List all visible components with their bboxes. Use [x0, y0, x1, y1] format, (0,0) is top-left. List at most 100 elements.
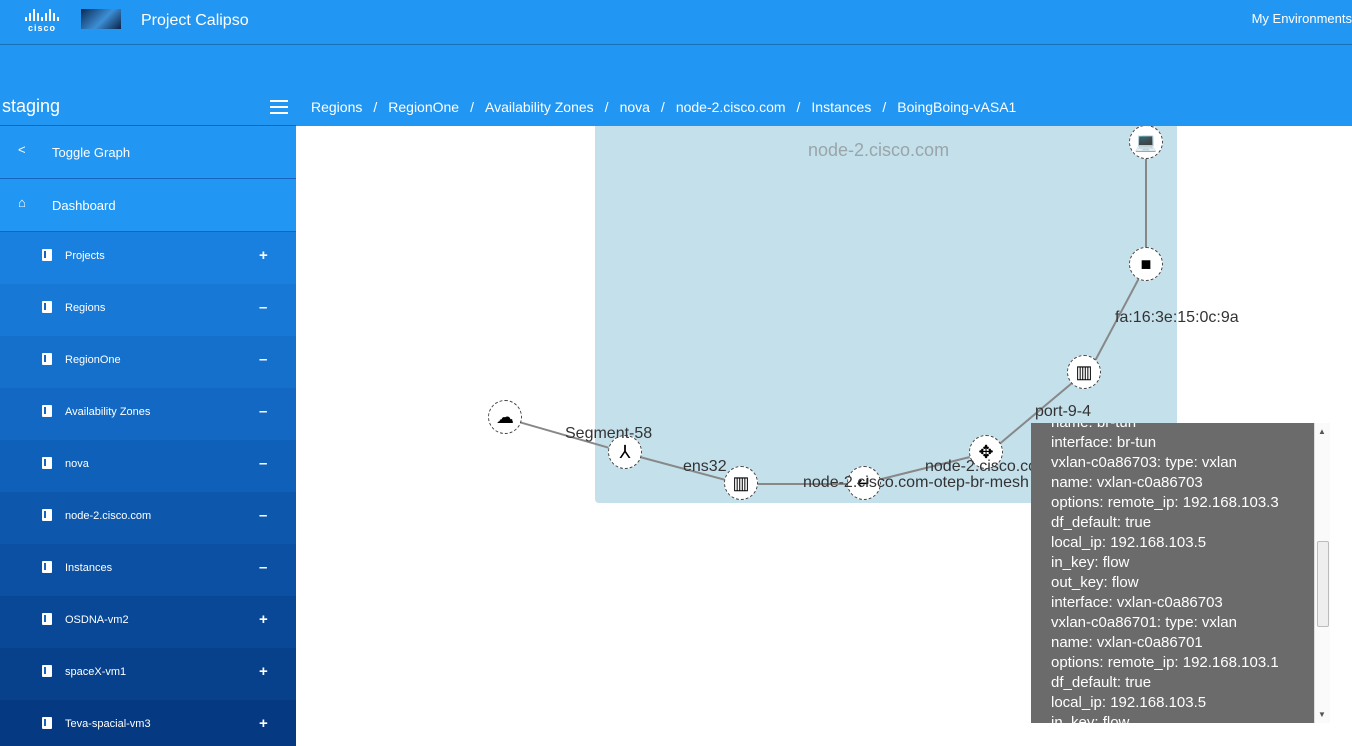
- sidebar-item-osdna-vm2[interactable]: OSDNA-vm2 +: [0, 596, 296, 648]
- collapse-toggle[interactable]: –: [259, 403, 268, 420]
- breadcrumb-separator: /: [882, 98, 887, 115]
- document-icon: [42, 509, 52, 521]
- sidebar-item-label: RegionOne: [65, 354, 121, 366]
- breadcrumb-instances[interactable]: Instances: [811, 98, 872, 115]
- breadcrumb-availability-zones[interactable]: Availability Zones: [484, 98, 594, 115]
- node-label-segment: Segment-58: [565, 425, 653, 442]
- segment-network-icon[interactable]: ⅄: [608, 435, 642, 469]
- my-environments-link[interactable]: My Environments: [1251, 11, 1352, 26]
- cisco-wordmark: cisco: [27, 23, 56, 33]
- home-icon: ⌂: [18, 195, 26, 210]
- node-details-tooltip[interactable]: name: br-tun interface: br-tun vxlan-c0a…: [1031, 423, 1314, 723]
- dashboard-button[interactable]: ⌂ Dashboard: [0, 179, 296, 232]
- document-icon: [42, 561, 52, 573]
- sidebar-item-label: spaceX-vm1: [65, 666, 127, 678]
- document-icon: [42, 301, 52, 313]
- otep-return-icon[interactable]: ↵: [847, 466, 881, 500]
- node-label-ovs: node-2.cisco.com: [925, 458, 1051, 475]
- vport-switch-icon[interactable]: ▥: [1067, 355, 1101, 389]
- scroll-down-icon[interactable]: ▼: [1318, 710, 1326, 719]
- breadcrumb-separator: /: [373, 98, 378, 115]
- sidebar-item-node-2[interactable]: node-2.cisco.com –: [0, 492, 296, 544]
- tooltip-line: options: remote_ip: 192.168.103.1: [1051, 654, 1279, 671]
- vnic-plug-icon[interactable]: ■: [1129, 247, 1163, 281]
- graph-canvas[interactable]: node-2.cisco.com 💻 ■ ▥ ✥ ↵ ▥ ⅄ ☁ fa:16:3…: [296, 126, 1352, 746]
- breadcrumb-separator: /: [604, 98, 609, 115]
- tooltip-line: interface: vxlan-c0a86703: [1051, 594, 1223, 611]
- document-icon: [42, 405, 52, 417]
- document-icon: [42, 353, 52, 365]
- sidebar-item-projects[interactable]: Projects +: [0, 232, 296, 284]
- sidebar-item-availability-zones[interactable]: Availability Zones –: [0, 388, 296, 440]
- sidebar-item-label: OSDNA-vm2: [65, 614, 129, 626]
- sidebar-item-instances[interactable]: Instances –: [0, 544, 296, 596]
- sidebar-item-label: Availability Zones: [65, 406, 151, 418]
- collapse-toggle[interactable]: –: [259, 299, 268, 316]
- tooltip-line: name: vxlan-c0a86703: [1051, 474, 1203, 491]
- collapse-toggle[interactable]: –: [259, 455, 268, 472]
- tooltip-line: name: vxlan-c0a86701: [1051, 634, 1203, 651]
- sidebar-item-label: Instances: [65, 562, 113, 574]
- expand-toggle[interactable]: +: [259, 663, 268, 680]
- cisco-logo[interactable]: cisco: [22, 9, 62, 35]
- breadcrumb-separator: /: [470, 98, 474, 115]
- tooltip-line: in_key: flow: [1051, 714, 1130, 723]
- scrollbar-thumb[interactable]: [1317, 541, 1329, 627]
- collapse-toggle[interactable]: –: [259, 559, 268, 576]
- sidebar-item-spacex-vm1[interactable]: spaceX-vm1 +: [0, 648, 296, 700]
- toggle-graph-label: Toggle Graph: [52, 145, 131, 160]
- tooltip-scrollbar[interactable]: ▲ ▼: [1314, 423, 1330, 723]
- expand-toggle[interactable]: +: [259, 247, 268, 264]
- cloud-network-icon[interactable]: ☁: [488, 400, 522, 434]
- expand-toggle[interactable]: +: [259, 715, 268, 732]
- breadcrumb: Regions/ RegionOne/ Availability Zones/ …: [296, 87, 1352, 126]
- breadcrumb-nova[interactable]: nova: [619, 98, 650, 115]
- tooltip-line: local_ip: 192.168.103.5: [1051, 534, 1207, 551]
- sidebar-item-regionone[interactable]: RegionOne –: [0, 336, 296, 388]
- project-thumbnail: [81, 9, 121, 29]
- collapse-toggle[interactable]: –: [259, 351, 268, 368]
- sidebar: staging < Toggle Graph ⌂ Dashboard Proje…: [0, 87, 296, 746]
- environment-name: staging: [2, 96, 61, 116]
- tooltip-line: vxlan-c0a86701: type: vxlan: [1051, 614, 1237, 631]
- scroll-up-icon[interactable]: ▲: [1318, 427, 1326, 436]
- document-icon: [42, 249, 52, 261]
- share-icon: <: [18, 142, 26, 157]
- sidebar-item-regions[interactable]: Regions–: [0, 284, 296, 336]
- tooltip-line: out_key: flow: [1051, 574, 1139, 591]
- node-label-mac: fa:16:3e:15:0c:9a: [1115, 309, 1239, 326]
- pnic-switch-icon[interactable]: ▥: [724, 466, 758, 500]
- sidebar-item-nova[interactable]: nova–: [0, 440, 296, 492]
- sidebar-item-label: node-2.cisco.com: [65, 510, 152, 522]
- breadcrumb-separator: /: [796, 98, 801, 115]
- collapse-toggle[interactable]: –: [259, 507, 268, 524]
- vm-laptop-icon[interactable]: 💻: [1129, 126, 1163, 159]
- tooltip-line: df_default: true: [1051, 674, 1152, 691]
- sidebar-item-label: Teva-spacial-vm3: [65, 718, 151, 730]
- expand-toggle[interactable]: +: [259, 611, 268, 628]
- sidebar-item-label: Projects: [65, 250, 105, 262]
- hamburger-menu-icon[interactable]: [270, 100, 288, 114]
- tooltip-line: df_default: true: [1051, 514, 1152, 531]
- document-icon: [42, 613, 52, 625]
- document-icon: [42, 665, 52, 677]
- document-icon: [42, 457, 52, 469]
- node-label-ens: ens32: [683, 458, 727, 475]
- toggle-graph-button[interactable]: < Toggle Graph: [0, 126, 296, 179]
- node-label-otep: node-2.cisco.com-otep-br-mesh: [803, 474, 1029, 491]
- cisco-bars-icon: [22, 9, 62, 21]
- tooltip-line: name: br-tun: [1051, 423, 1279, 433]
- breadcrumb-current-instance[interactable]: BoingBoing-vASA1: [897, 98, 1017, 115]
- graph-edge: [741, 483, 864, 485]
- node-label-port: port-9-4: [1035, 403, 1092, 420]
- breadcrumb-regionone[interactable]: RegionOne: [388, 98, 460, 115]
- ovs-bridge-icon[interactable]: ✥: [969, 435, 1003, 469]
- tooltip-line: interface: br-tun: [1051, 434, 1157, 451]
- breadcrumb-node-2[interactable]: node-2.cisco.com: [675, 98, 786, 115]
- sidebar-item-teva-spacial-vm3[interactable]: Teva-spacial-vm3 +: [0, 700, 296, 746]
- breadcrumb-regions[interactable]: Regions: [311, 98, 363, 115]
- app-title: Project Calipso: [141, 12, 249, 29]
- tooltip-line: options: remote_ip: 192.168.103.3: [1051, 494, 1279, 511]
- sidebar-header: staging: [0, 87, 296, 126]
- sub-header-bar: [0, 44, 1352, 87]
